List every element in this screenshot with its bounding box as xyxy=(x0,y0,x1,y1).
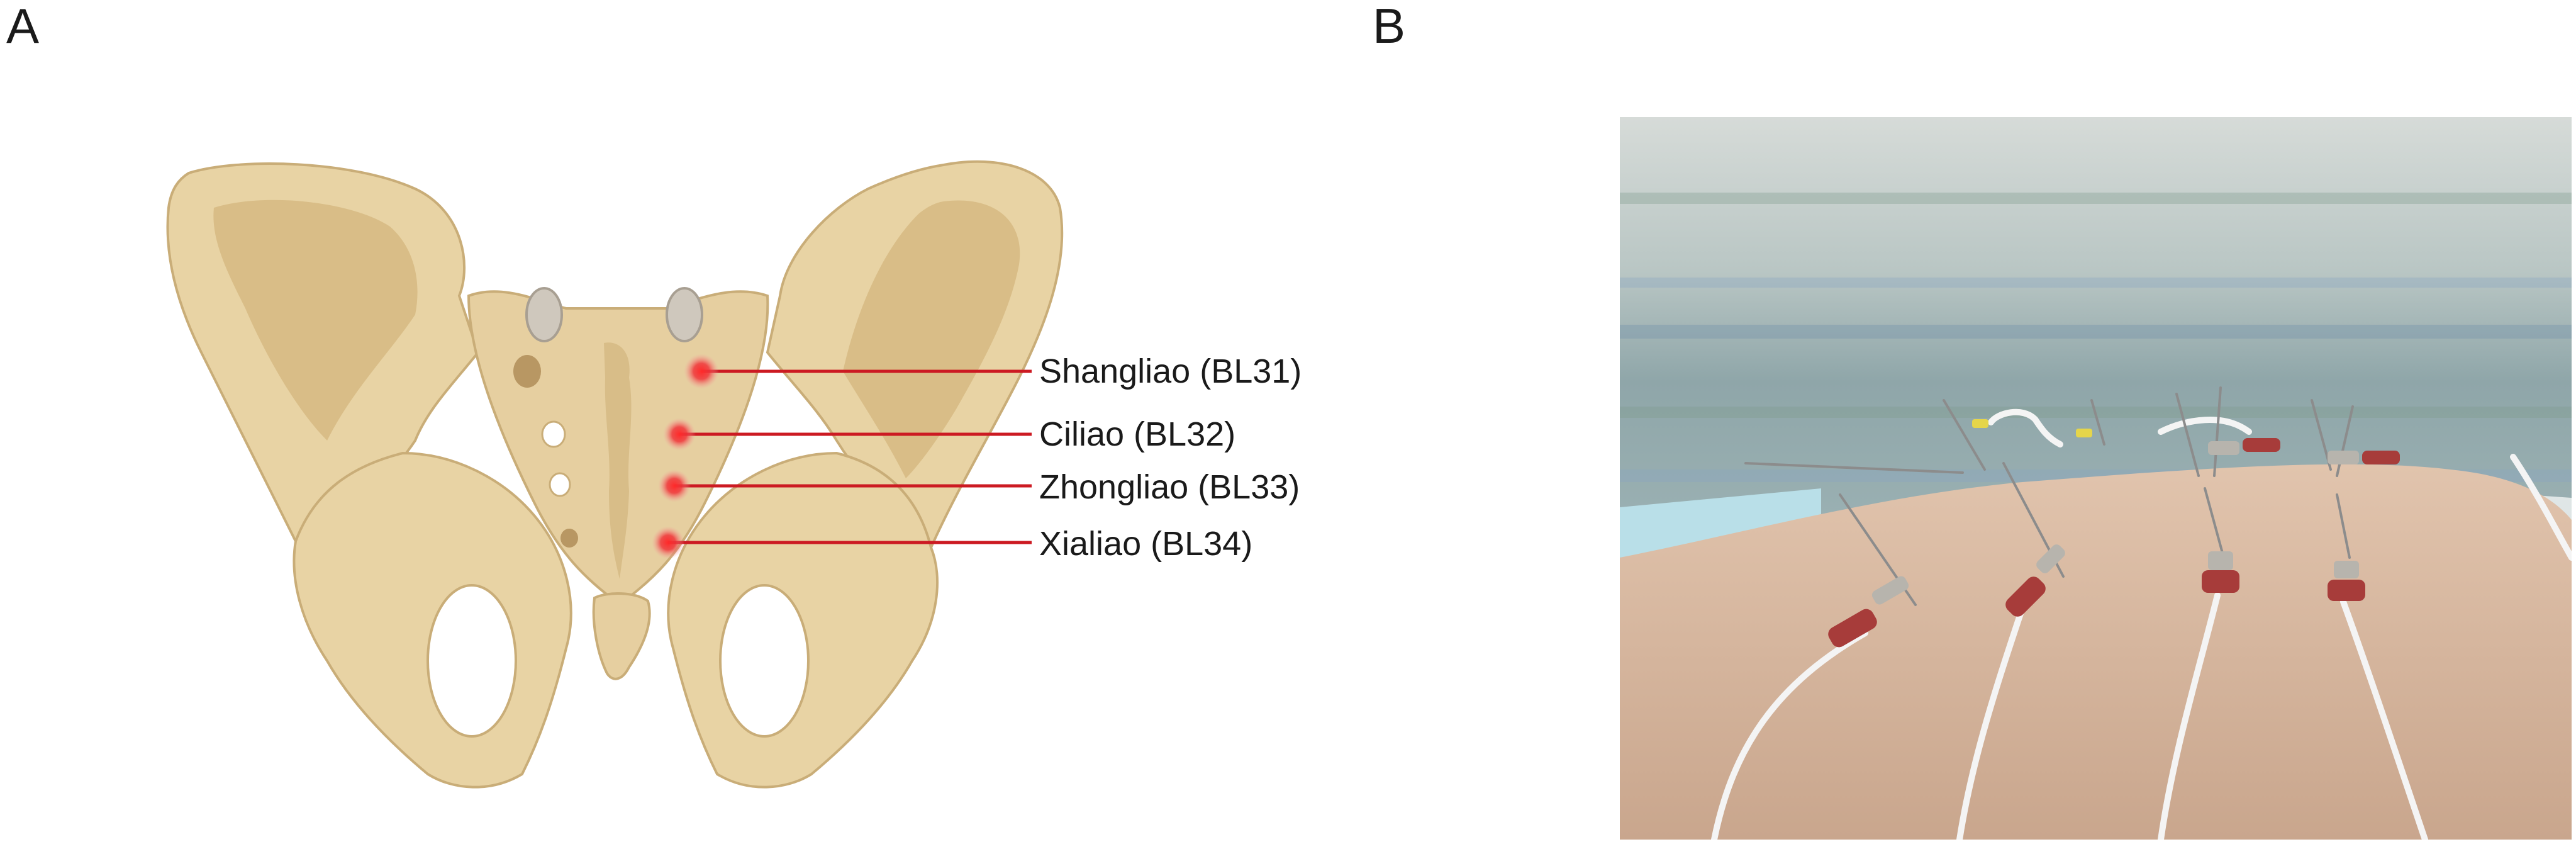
pelvis-svg: Shangliao (BL31) Ciliao (BL32) Zhongliao… xyxy=(166,160,1302,789)
sacral-foramen-left-4 xyxy=(560,529,578,548)
acupuncture-needles xyxy=(1744,386,2354,606)
electrode-clips xyxy=(1828,419,2400,648)
left-ilium-inner xyxy=(213,200,418,441)
panel-b-electroacupuncture-photo xyxy=(1620,117,2572,840)
panel-a-pelvis-diagram: Shangliao (BL31) Ciliao (BL32) Zhongliao… xyxy=(166,160,1302,789)
acupoint-bl31-dot xyxy=(684,354,719,389)
left-obturator-foramen xyxy=(427,584,517,738)
sacral-foramen-left-1 xyxy=(513,355,541,388)
left-ischium xyxy=(293,451,572,789)
sacral-foramen-left-3 xyxy=(549,472,571,497)
electrode-wires xyxy=(1711,408,2572,840)
acupoint-label-bl34: Xialiao (BL34) xyxy=(1039,525,1252,563)
right-obturator-foramen xyxy=(719,584,810,738)
acupoint-bl33-dot xyxy=(658,469,691,502)
panel-a-letter: A xyxy=(6,0,40,53)
left-articular-process xyxy=(525,287,563,342)
acupoint-label-bl32: Ciliao (BL32) xyxy=(1039,415,1235,453)
acupoint-label-bl31: Shangliao (BL31) xyxy=(1039,352,1302,390)
median-sacral-crest xyxy=(604,342,632,579)
right-articular-process xyxy=(666,287,703,342)
acupoint-bl32-dot xyxy=(663,418,696,451)
coccyx xyxy=(592,592,651,680)
right-ilium-inner xyxy=(843,200,1020,478)
panel-b-letter: B xyxy=(1373,0,1406,53)
acupoint-label-bl33: Zhongliao (BL33) xyxy=(1039,468,1300,506)
sacral-foramen-left-2 xyxy=(541,420,566,448)
patient-back-skin xyxy=(1620,464,2572,840)
acupoint-bl34-dot xyxy=(652,526,684,559)
bedsheet xyxy=(1620,488,1821,558)
photo-svg xyxy=(1620,117,2572,840)
